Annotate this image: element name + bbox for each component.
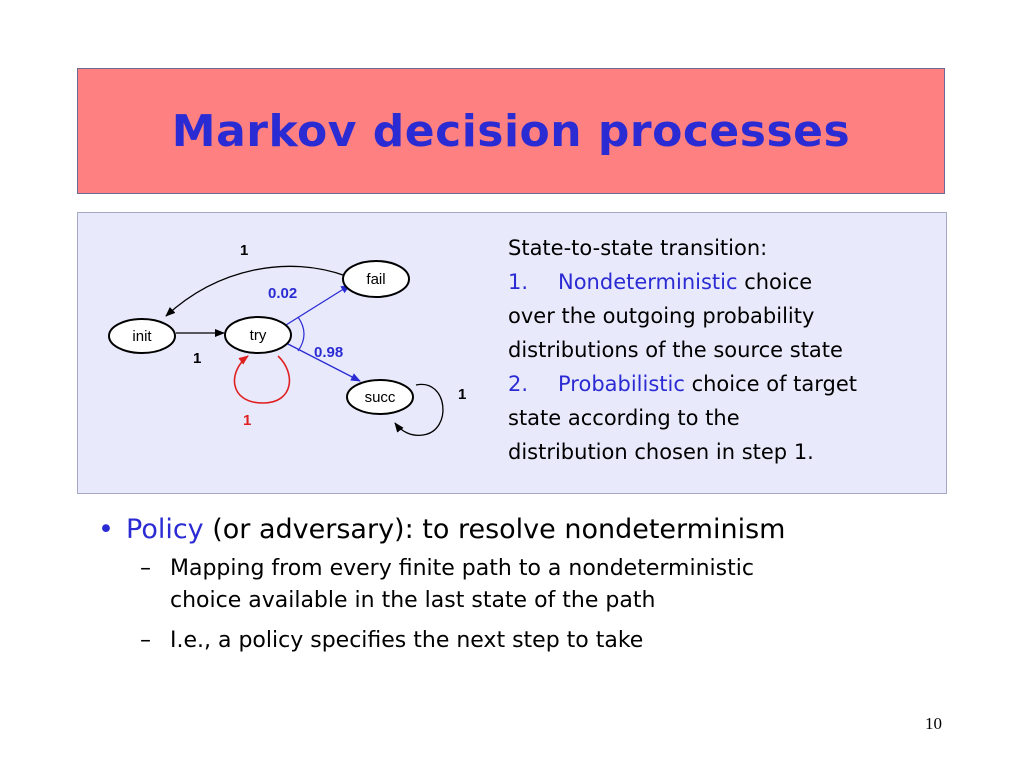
label-try-to-fail: 0.02: [268, 285, 297, 302]
label-try-self: 1: [243, 412, 251, 429]
mdp-panel: init try fail succ 1 1 0.02 0.98 1 1 Sta…: [77, 212, 947, 494]
label-fail-to-init: 1: [240, 242, 248, 259]
page-number: 10: [925, 714, 942, 733]
label-succ-self: 1: [458, 386, 466, 403]
desc-heading: State-to-state transition:: [508, 236, 768, 260]
sub-bullet-mapping: – Mapping from every finite path to a no…: [98, 553, 998, 617]
bullet-dot: •: [98, 514, 114, 545]
node-succ: succ: [346, 379, 414, 415]
bullet-policy: • Policy (or adversary): to resolve nonde…: [98, 514, 998, 545]
desc-item-1: 1. Nondeterministic choice: [508, 265, 948, 299]
bullet-list: • Policy (or adversary): to resolve nonde…: [98, 514, 998, 657]
desc-item-2-rest: choice of target: [684, 372, 858, 396]
slide-title: Markov decision processes: [171, 105, 851, 157]
node-init-label: init: [132, 328, 152, 345]
node-init: init: [108, 318, 176, 354]
desc-item-2-number: 2.: [508, 372, 529, 396]
desc-item-1-line-3: distributions of the source state: [508, 338, 843, 362]
desc-item-1-term: Nondeterministic: [558, 270, 738, 294]
edge-fail-to-init: [165, 265, 347, 317]
distribution-arc: [297, 316, 305, 352]
desc-item-2-line-2: state according to the: [508, 406, 740, 430]
sub-bullet-mapping-line-2: choice available in the last state of th…: [170, 588, 656, 613]
edge-succ-self-loop: [394, 383, 444, 437]
edge-try-to-fail: [285, 284, 351, 326]
edge-try-self-loop: [233, 355, 291, 404]
label-try-to-succ: 0.98: [314, 344, 343, 361]
desc-item-2-term: Probabilistic: [558, 372, 685, 396]
desc-item-1-line-2: over the outgoing probability: [508, 304, 815, 328]
desc-item-2-line-3: distribution chosen in step 1.: [508, 440, 814, 464]
desc-item-2: 2. Probabilistic choice of target: [508, 367, 948, 401]
node-succ-label: succ: [365, 389, 396, 406]
sub-bullet-next-step: – I.e., a policy specifies the next step…: [98, 625, 998, 657]
transition-description: State-to-state transition: 1. Nondetermin…: [508, 231, 948, 469]
sub-bullet-mapping-line-1: Mapping from every finite path to a nond…: [170, 556, 754, 581]
node-try-label: try: [250, 327, 267, 344]
label-init-to-try: 1: [193, 350, 201, 367]
policy-term: Policy: [126, 514, 204, 545]
edge-try-to-succ: [285, 342, 361, 382]
node-try: try: [224, 316, 292, 354]
sub-bullet-dash: –: [140, 556, 151, 581]
mdp-diagram: init try fail succ 1 1 0.02 0.98 1 1: [108, 242, 466, 437]
sub-bullet-dash: –: [140, 628, 151, 653]
desc-item-1-number: 1.: [508, 270, 529, 294]
desc-item-1-rest: choice: [737, 270, 813, 294]
sub-bullet-next-step-text: I.e., a policy specifies the next step t…: [170, 628, 644, 653]
node-fail: fail: [342, 260, 410, 298]
title-banner: Markov decision processes: [77, 68, 945, 194]
policy-definition: (or adversary): to resolve nondeterminis…: [203, 514, 786, 545]
node-fail-label: fail: [366, 271, 385, 288]
